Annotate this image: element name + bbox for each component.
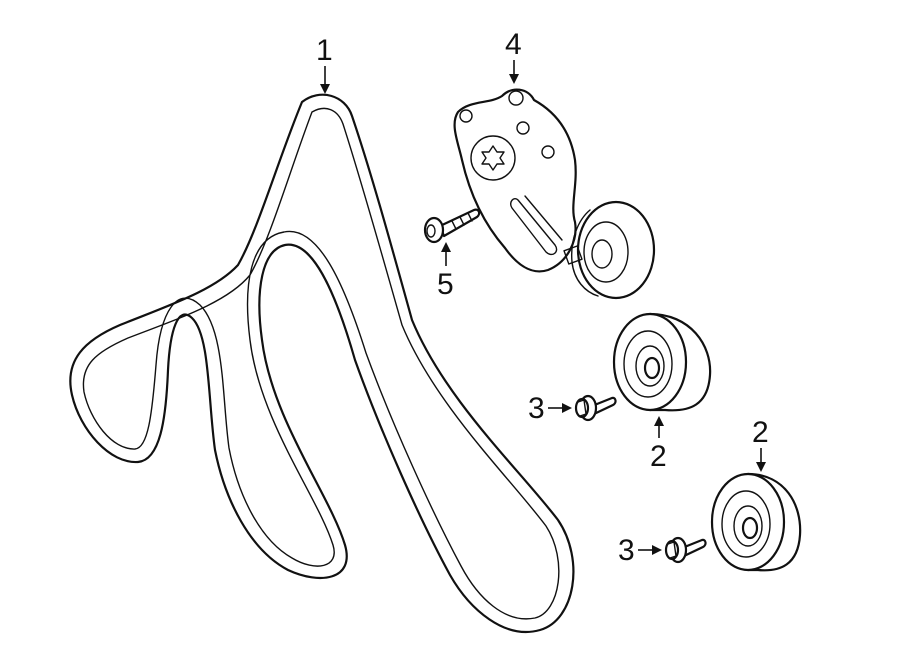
callout-3-upper: 3 (528, 392, 572, 425)
callout-label-5: 5 (437, 268, 454, 301)
callout-label-3-upper: 3 (528, 392, 545, 425)
callout-label-1: 1 (316, 34, 333, 67)
callout-label-2-lower: 2 (752, 416, 769, 449)
callout-5: 5 (437, 242, 454, 301)
callout-2-lower: 2 (752, 416, 769, 472)
idler-pulley-upper[interactable] (612, 312, 712, 412)
callout-4: 4 (505, 28, 522, 84)
callout-2-upper: 2 (650, 416, 667, 473)
callout-label-3-lower: 3 (618, 534, 635, 567)
callout-label-2-upper: 2 (650, 440, 667, 473)
tensioner-bolt[interactable] (423, 208, 481, 244)
belt-tensioner[interactable] (453, 88, 656, 300)
pulley-bolt-lower[interactable] (664, 536, 707, 564)
callout-label-4: 4 (505, 28, 522, 61)
callout-1: 1 (316, 34, 333, 94)
pulley-bolt-upper[interactable] (574, 394, 617, 422)
serpentine-belt[interactable] (69, 93, 575, 633)
callout-3-lower: 3 (618, 534, 662, 567)
idler-pulley-lower[interactable] (710, 472, 802, 572)
